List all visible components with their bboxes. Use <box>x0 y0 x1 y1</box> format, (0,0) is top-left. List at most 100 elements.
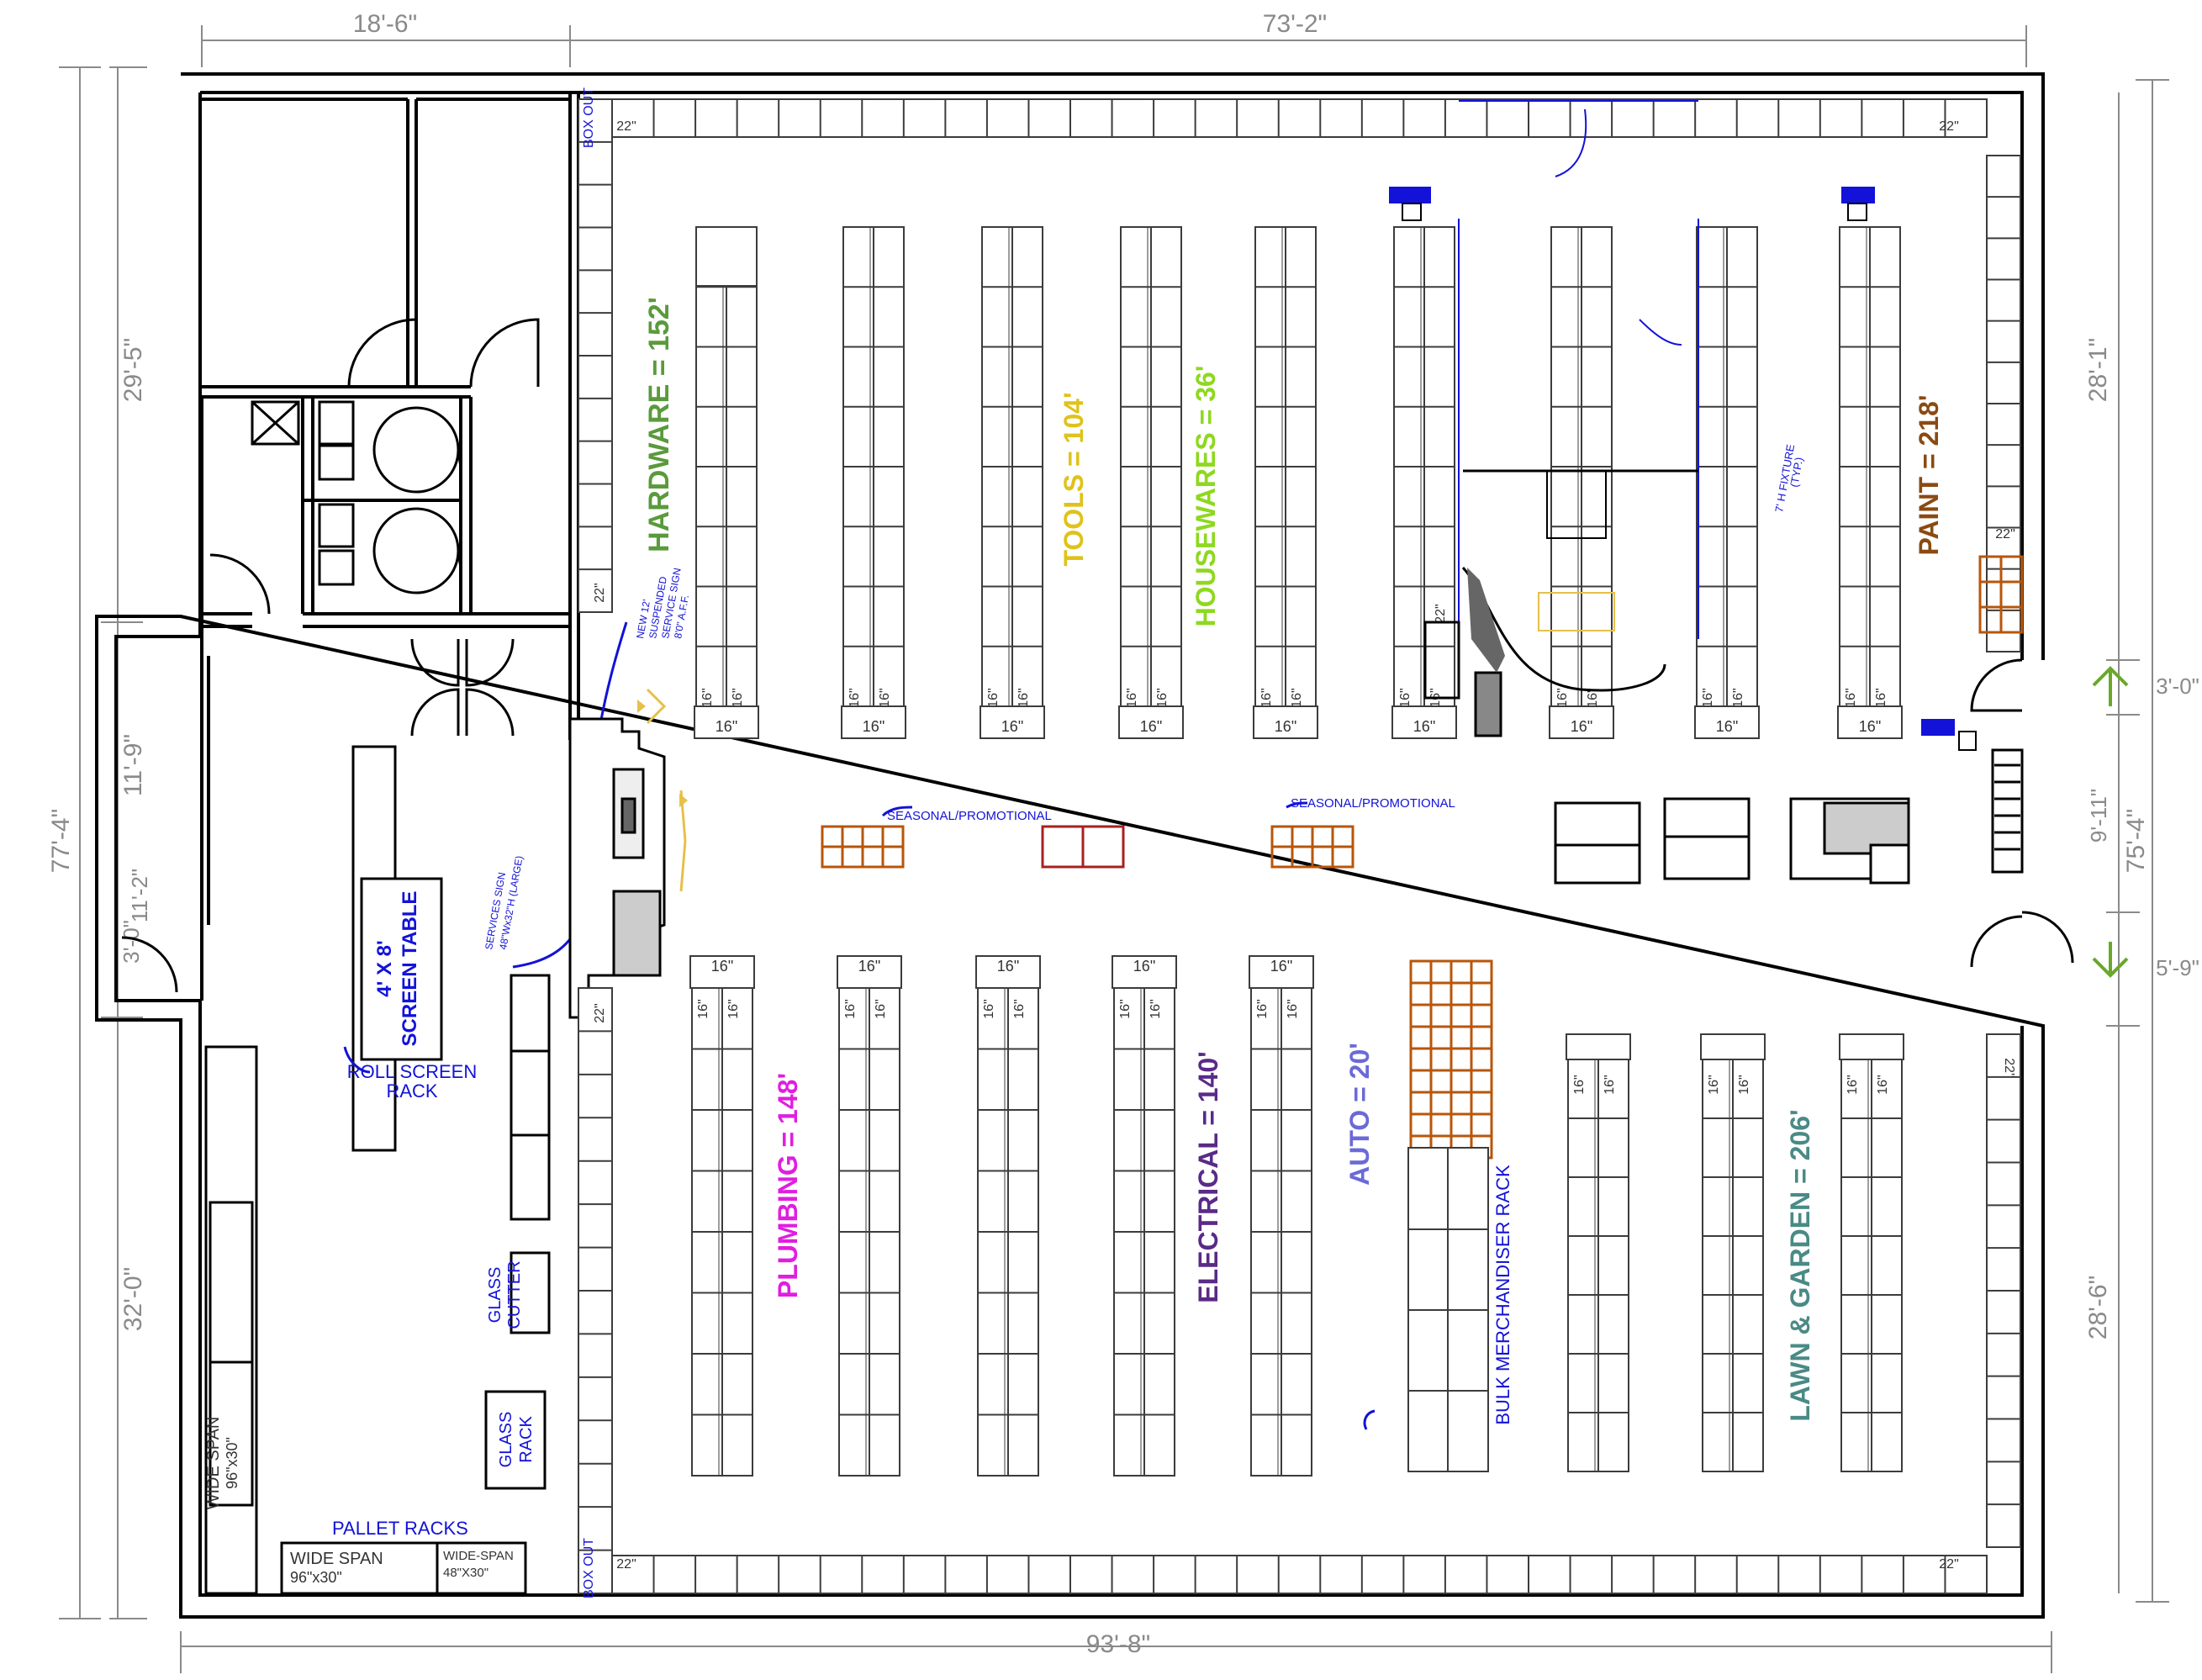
seasonal-label-1: SEASONAL/PROMOTIONAL <box>887 809 1052 823</box>
wall-shelf <box>611 1555 1988 1594</box>
shelf-width-label: 22" <box>1995 527 2015 542</box>
bulk-merch-label: BULK MERCHANDISER RACK <box>1492 1165 1513 1425</box>
dept-auto: AUTO = 20' <box>1344 1043 1375 1186</box>
dim-right-upper: 28'-1" <box>2084 338 2112 402</box>
dim-right-lower: 28'-6" <box>2084 1276 2112 1339</box>
endcap <box>695 226 758 287</box>
shelf-width-label: 16" <box>1859 718 1881 735</box>
shelf-width-labels: 16"16"16"16"16"16"16"16"16"16"16"16"16"1… <box>593 119 2016 1572</box>
box-out-bottom: BOX OUT <box>582 1538 596 1598</box>
shelf-width-label: 16" <box>1844 688 1858 707</box>
shelf-width-label: 16" <box>1017 688 1031 707</box>
glass-rack-label-1: GLASS <box>497 1412 515 1468</box>
shelf-width-label: 16" <box>1125 688 1139 707</box>
dim-top-right: 73'-2" <box>1263 10 1327 38</box>
shelf-width-label: 16" <box>997 958 1019 975</box>
endcap <box>1118 705 1184 739</box>
endcap <box>1566 1033 1631 1060</box>
shelf-width-label: 16" <box>1118 999 1133 1018</box>
endcap <box>1253 705 1318 739</box>
screen-table-label-1: 4' X 8' <box>373 940 396 996</box>
shelf-width-label: 16" <box>1259 688 1274 707</box>
paint-center <box>1458 100 1699 639</box>
service-counter <box>568 717 666 1019</box>
dim-left-small: 3'-0" <box>119 920 144 964</box>
shelf-width-label: 16" <box>1155 688 1170 707</box>
shelf-width-label: 16" <box>982 999 996 1018</box>
shelf-width-label: 16" <box>711 958 733 975</box>
endcap <box>1839 1033 1904 1060</box>
shelf-width-label: 16" <box>1876 1075 1890 1094</box>
shelf-width-label: 22" <box>2002 1058 2016 1077</box>
shelf-width-label: 22" <box>1939 119 1958 134</box>
shelf-width-label: 16" <box>1701 688 1715 707</box>
shelf-width-label: 16" <box>874 999 888 1018</box>
shelf-width-label: 16" <box>1555 688 1570 707</box>
endcap <box>1549 705 1614 739</box>
shelf-width-label: 16" <box>1149 999 1163 1018</box>
shelf-width-label: 16" <box>1012 999 1027 1018</box>
shelf-width-label: 16" <box>1603 1075 1617 1094</box>
shelf-width-label: 16" <box>843 999 858 1018</box>
endcap <box>1837 705 1903 739</box>
shelf-width-label: 16" <box>1413 718 1435 735</box>
screen-table-label-2: SCREEN TABLE <box>399 891 421 1047</box>
shelf-width-label: 16" <box>700 688 715 707</box>
endcap <box>841 705 906 739</box>
shelf-width-label: 16" <box>1275 718 1296 735</box>
shelf-width-label: 16" <box>1133 958 1155 975</box>
seasonal-label-2: SEASONAL/PROMOTIONAL <box>1291 796 1455 811</box>
exterior-walls <box>95 72 2045 1619</box>
dim-left-lower: 32'-0" <box>119 1267 147 1331</box>
gondola-aisles <box>689 226 1904 1477</box>
endcap <box>980 705 1045 739</box>
shelf-width-label: 16" <box>1255 999 1270 1018</box>
dim-left-small2: 11'-2" <box>127 869 152 922</box>
shelf-width-label: 16" <box>1846 1075 1860 1094</box>
shelf-width-label: 16" <box>731 688 745 707</box>
shelf-width-label: 16" <box>878 688 892 707</box>
back-room-walls <box>200 92 580 1001</box>
shelf-width-label: 22" <box>593 583 607 602</box>
dept-paint: PAINT = 218' <box>1914 394 1944 555</box>
wall-shelf <box>611 98 1988 138</box>
hatched-wall <box>1467 568 1505 673</box>
shelf-width-label: 16" <box>1874 688 1888 707</box>
shelf-width-label: 16" <box>858 958 880 975</box>
endcap <box>1391 705 1457 739</box>
wide-span-1b: 96"x30" <box>224 1437 240 1489</box>
shelf-width-label: 16" <box>696 999 710 1018</box>
dim-bottom: 93'-8" <box>1086 1630 1150 1658</box>
dimension-lines <box>59 25 2169 1673</box>
endcap <box>837 955 902 989</box>
dim-right-door3: 5'-9" <box>2156 955 2199 980</box>
shelf-width-label: 16" <box>1571 718 1592 735</box>
shelf-width-label: 16" <box>716 718 737 735</box>
dim-top-left: 18'-6" <box>353 10 417 38</box>
glass-cutter-label-2: CUTTER <box>505 1260 524 1329</box>
dim-right-door2: 9'-11" <box>2086 789 2111 843</box>
dim-right-overall: 75'-4" <box>2122 809 2150 873</box>
shelf-width-label: 16" <box>1586 688 1600 707</box>
wide-span-2b: 96"x30" <box>290 1569 342 1586</box>
fixture-markers <box>1389 187 1977 751</box>
shelf-width-label: 22" <box>1939 1557 1958 1572</box>
dept-plumbing: PLUMBING = 148' <box>773 1073 803 1298</box>
dim-left-overall: 77'-4" <box>47 809 75 873</box>
shelf-width-label: 16" <box>863 718 884 735</box>
shelf-width-label: 16" <box>1270 958 1292 975</box>
box-out-top: BOX OUT <box>582 87 596 148</box>
warehouse-fixtures <box>204 745 551 1595</box>
promo-displays <box>821 555 2024 1160</box>
wide-span-1a: WIDE SPAN <box>204 1417 223 1510</box>
shelf-width-label: 22" <box>616 1557 636 1572</box>
dept-tools: TOOLS = 104' <box>1059 392 1089 566</box>
shelf-width-label: 16" <box>1290 688 1304 707</box>
dim-right-door1: 3'-0" <box>2156 674 2199 699</box>
shelf-width-label: 22" <box>1434 604 1448 623</box>
shelf-width-label: 16" <box>1716 718 1738 735</box>
dept-housewares: HOUSEWARES = 36' <box>1191 366 1221 627</box>
fixture-label-2: (TYP.) <box>1787 457 1805 489</box>
shelf-width-label: 16" <box>1737 1075 1751 1094</box>
